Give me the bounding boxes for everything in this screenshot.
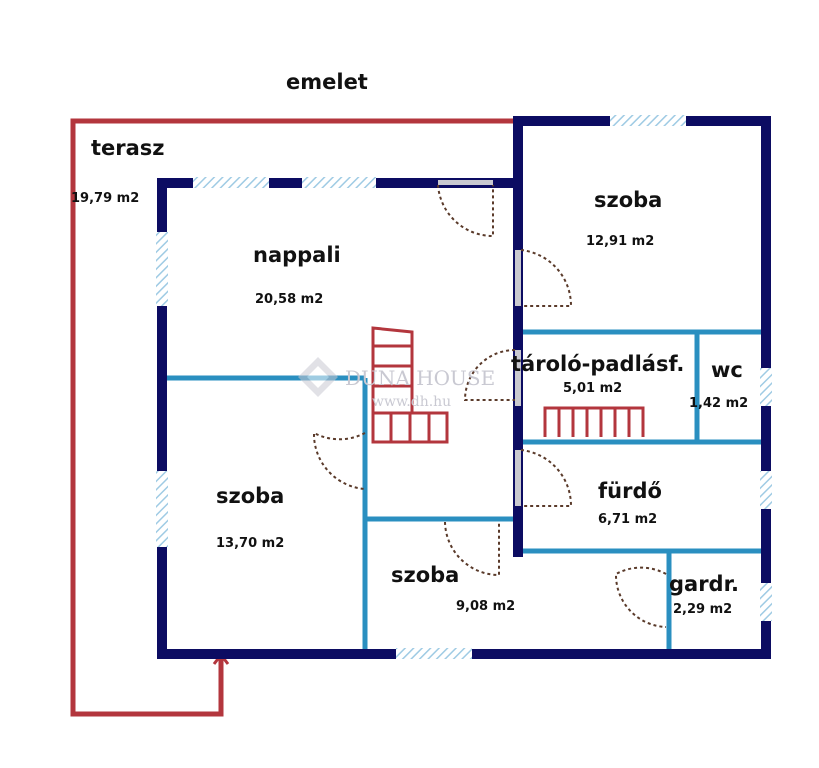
door-leaves bbox=[438, 180, 521, 506]
room-name-gardrob: gardr. bbox=[669, 572, 739, 596]
room-name-wc: wc bbox=[711, 358, 743, 382]
terrace-outline bbox=[70, 118, 514, 717]
door-swings bbox=[312, 184, 667, 628]
room-area-terasz: 19,79 m2 bbox=[71, 191, 140, 206]
watermark-brand: DUNA HOUSE bbox=[345, 366, 496, 390]
room-name-szoba-left: szoba bbox=[216, 484, 285, 508]
staircase-attic bbox=[543, 406, 645, 437]
room-area-wc: 1,42 m2 bbox=[689, 396, 749, 411]
floor-title: emelet bbox=[286, 70, 368, 94]
watermark-url: www.dh.hu bbox=[372, 394, 452, 410]
room-area-gardrob: 2,29 m2 bbox=[673, 602, 733, 617]
room-area-szoba-top-right: 12,91 m2 bbox=[586, 234, 655, 249]
room-name-szoba-bottom: szoba bbox=[391, 563, 460, 587]
windows bbox=[156, 115, 772, 659]
room-name-furdo: fürdő bbox=[598, 479, 662, 503]
room-area-furdo: 6,71 m2 bbox=[598, 512, 658, 527]
room-name-szoba-top-right: szoba bbox=[594, 188, 663, 212]
room-area-szoba-left: 13,70 m2 bbox=[216, 536, 285, 551]
room-name-taroló: tároló-padlásf. bbox=[511, 352, 685, 376]
room-area-nappali: 20,58 m2 bbox=[255, 292, 324, 307]
room-name-terasz: terasz bbox=[91, 136, 165, 160]
room-area-szoba-bottom: 9,08 m2 bbox=[456, 599, 516, 614]
room-name-nappali: nappali bbox=[253, 243, 341, 267]
staircase-main bbox=[371, 326, 449, 444]
inner-walls bbox=[167, 329, 762, 650]
watermark-logo-icon bbox=[298, 357, 338, 397]
room-area-taroló: 5,01 m2 bbox=[563, 381, 623, 396]
